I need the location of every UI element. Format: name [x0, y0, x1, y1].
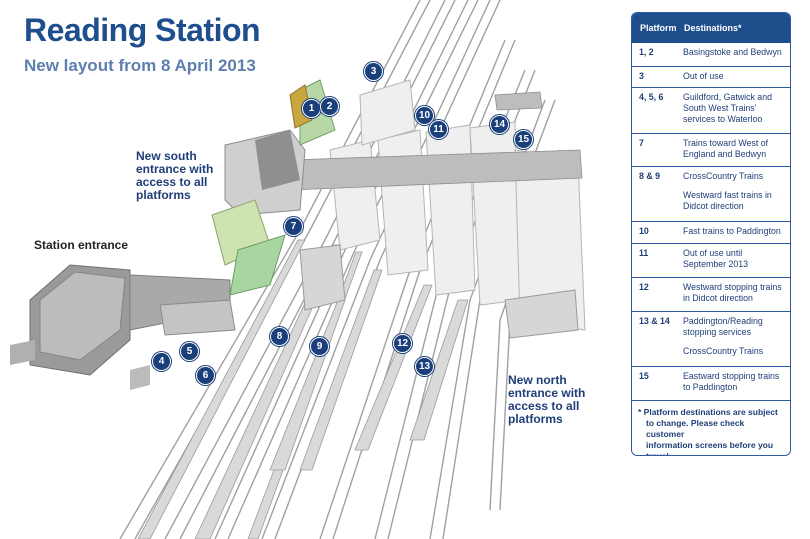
row-destination: Westward stopping trains in Didcot direc…	[683, 282, 782, 303]
row-destination: Out of use	[683, 71, 724, 81]
row-platform: 8 & 9	[639, 171, 661, 181]
platform-marker-12: 12	[393, 334, 412, 353]
north-entrance-line: entrance with	[508, 386, 586, 400]
platform-marker-6: 6	[196, 366, 215, 385]
table-row: 3 Out of use	[632, 67, 790, 88]
platform-marker-8: 8	[270, 327, 289, 346]
page-title: Reading Station	[24, 12, 261, 48]
station-entrance-label: Station entrance	[34, 238, 129, 252]
table-row: 13 & 14 Paddington/Reading stopping serv…	[632, 312, 790, 367]
row-destination: Trains toward West of England and Bedwyn	[683, 138, 769, 159]
table-row: 1, 2 Basingstoke and Bedwyn	[632, 43, 790, 67]
footnote-line: * Platform destinations are subject	[638, 407, 778, 417]
row-destination: Guildford, Gatwick and South West Trains…	[683, 92, 772, 124]
platform-marker-2: 2	[320, 97, 339, 116]
table-row: 11 Out of use until September 2013	[632, 244, 790, 278]
north-entrance-line: access to all	[508, 399, 580, 413]
row-platform: 11	[639, 248, 649, 258]
row-platform: 7	[639, 138, 644, 148]
row-destination: Basingstoke and Bedwyn	[683, 47, 782, 57]
platform-marker-10: 10	[415, 106, 434, 125]
platform-marker-4: 4	[152, 352, 171, 371]
platform-destinations-table: Platform Destinations* 1, 2 Basingstoke …	[631, 12, 791, 456]
header-platform: Platform	[640, 23, 677, 33]
row-platform: 10	[639, 226, 649, 236]
platform-marker-5: 5	[180, 342, 199, 361]
row-destination: CrossCountry Trains	[683, 346, 764, 356]
platform-marker-15: 15	[514, 130, 533, 149]
table-row: 7 Trains toward West of England and Bedw…	[632, 134, 790, 167]
row-platform: 4, 5, 6	[639, 92, 664, 102]
table-row: 8 & 9 CrossCountry Trains Westward fast …	[632, 167, 790, 222]
footnote: * Platform destinations are subject to c…	[632, 401, 790, 456]
north-side-buildings	[299, 244, 579, 339]
platform-marker-11: 11	[429, 120, 448, 139]
north-entrance-line: platforms	[508, 412, 563, 426]
platform-marker-3: 3	[364, 62, 383, 81]
south-entrance-label: New south entrance with access to all pl…	[136, 150, 213, 202]
platform-marker-9: 9	[310, 337, 329, 356]
south-entrance-line: access to all	[136, 175, 208, 189]
page-subtitle: New layout from 8 April 2013	[24, 56, 256, 75]
table-row: 15 Eastward stopping trains to Paddingto…	[632, 367, 790, 401]
row-destination: Paddington/Reading stopping services	[683, 316, 763, 337]
row-destination: Fast trains to Paddington	[683, 226, 781, 236]
table-row: 4, 5, 6 Guildford, Gatwick and South Wes…	[632, 88, 790, 134]
platform-marker-7: 7	[284, 217, 303, 236]
header-destinations: Destinations*	[684, 23, 742, 33]
row-destination: Out of use until September 2013	[683, 248, 749, 269]
south-entrance-line: New south	[136, 149, 197, 163]
table-header: Platform Destinations*	[632, 13, 790, 43]
row-platform: 15	[639, 371, 649, 381]
table-row: 12 Westward stopping trains in Didcot di…	[632, 278, 790, 312]
north-entrance-line: New north	[508, 373, 567, 387]
south-entrance-line: entrance with	[136, 162, 214, 176]
platform-marker-13: 13	[415, 357, 434, 376]
footnote-line: to change. Please check customer	[646, 418, 745, 439]
north-entrance-label: New north entrance with access to all pl…	[508, 374, 585, 426]
row-platform: 3	[639, 71, 644, 81]
row-destination: Eastward stopping trains to Paddington	[683, 371, 780, 392]
row-platform: 13 & 14	[639, 316, 670, 326]
row-platform: 12	[639, 282, 649, 292]
footnote-line: information screens before you travel.	[646, 440, 774, 456]
platform-marker-14: 14	[490, 115, 509, 134]
platform-marker-1: 1	[302, 99, 321, 118]
row-destination: CrossCountry Trains	[683, 171, 764, 181]
main-entrance-building	[10, 264, 236, 390]
table-row: 10 Fast trains to Paddington	[632, 222, 790, 244]
row-platform: 1, 2	[639, 47, 654, 57]
south-entrance-line: platforms	[136, 188, 191, 202]
row-destination: Westward fast trains in Didcot direction	[683, 190, 772, 211]
